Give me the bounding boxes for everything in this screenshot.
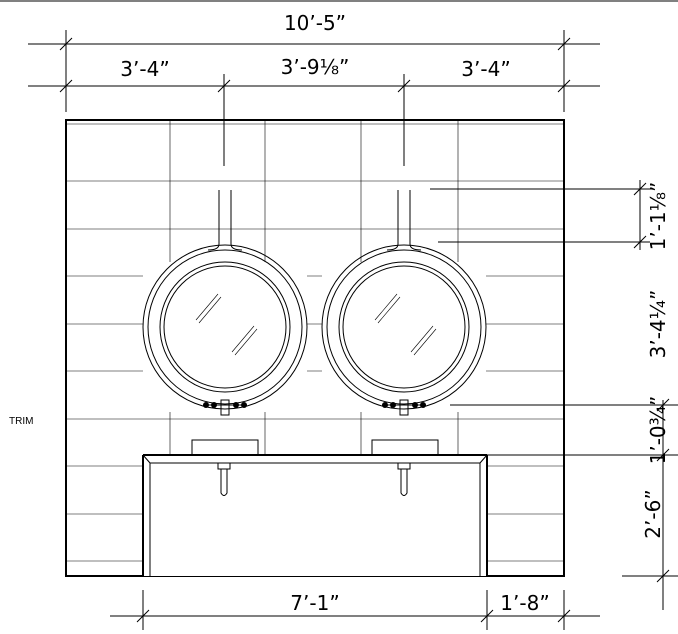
trim-label: TRIM [9, 416, 33, 427]
top-dimensions [28, 30, 600, 166]
vanity-console [142, 439, 488, 576]
dim-mirror-height: 3’-4¼” [646, 290, 670, 359]
dim-vanity-width: 7’-1” [290, 591, 339, 615]
dim-right-offset: 3’-4” [461, 57, 510, 81]
dim-mirror-to-vanity: 1’-0¾” [646, 396, 670, 465]
dim-right-return: 1’-8” [500, 591, 549, 615]
bottom-dimensions [110, 590, 600, 630]
dim-center-spacing: 3’-9⅛” [281, 55, 350, 79]
dim-vanity-height: 2’-6” [641, 489, 665, 538]
left-round-mirror [142, 190, 308, 416]
right-round-mirror [321, 190, 487, 416]
left-vessel-sink [191, 439, 259, 456]
dim-faucet-drop: 1’-1⅛” [646, 182, 670, 251]
dim-overall-width: 10’-5” [284, 11, 346, 35]
right-vessel-sink [371, 439, 439, 456]
dim-left-offset: 3’-4” [120, 57, 169, 81]
right-dimensions [430, 180, 678, 610]
